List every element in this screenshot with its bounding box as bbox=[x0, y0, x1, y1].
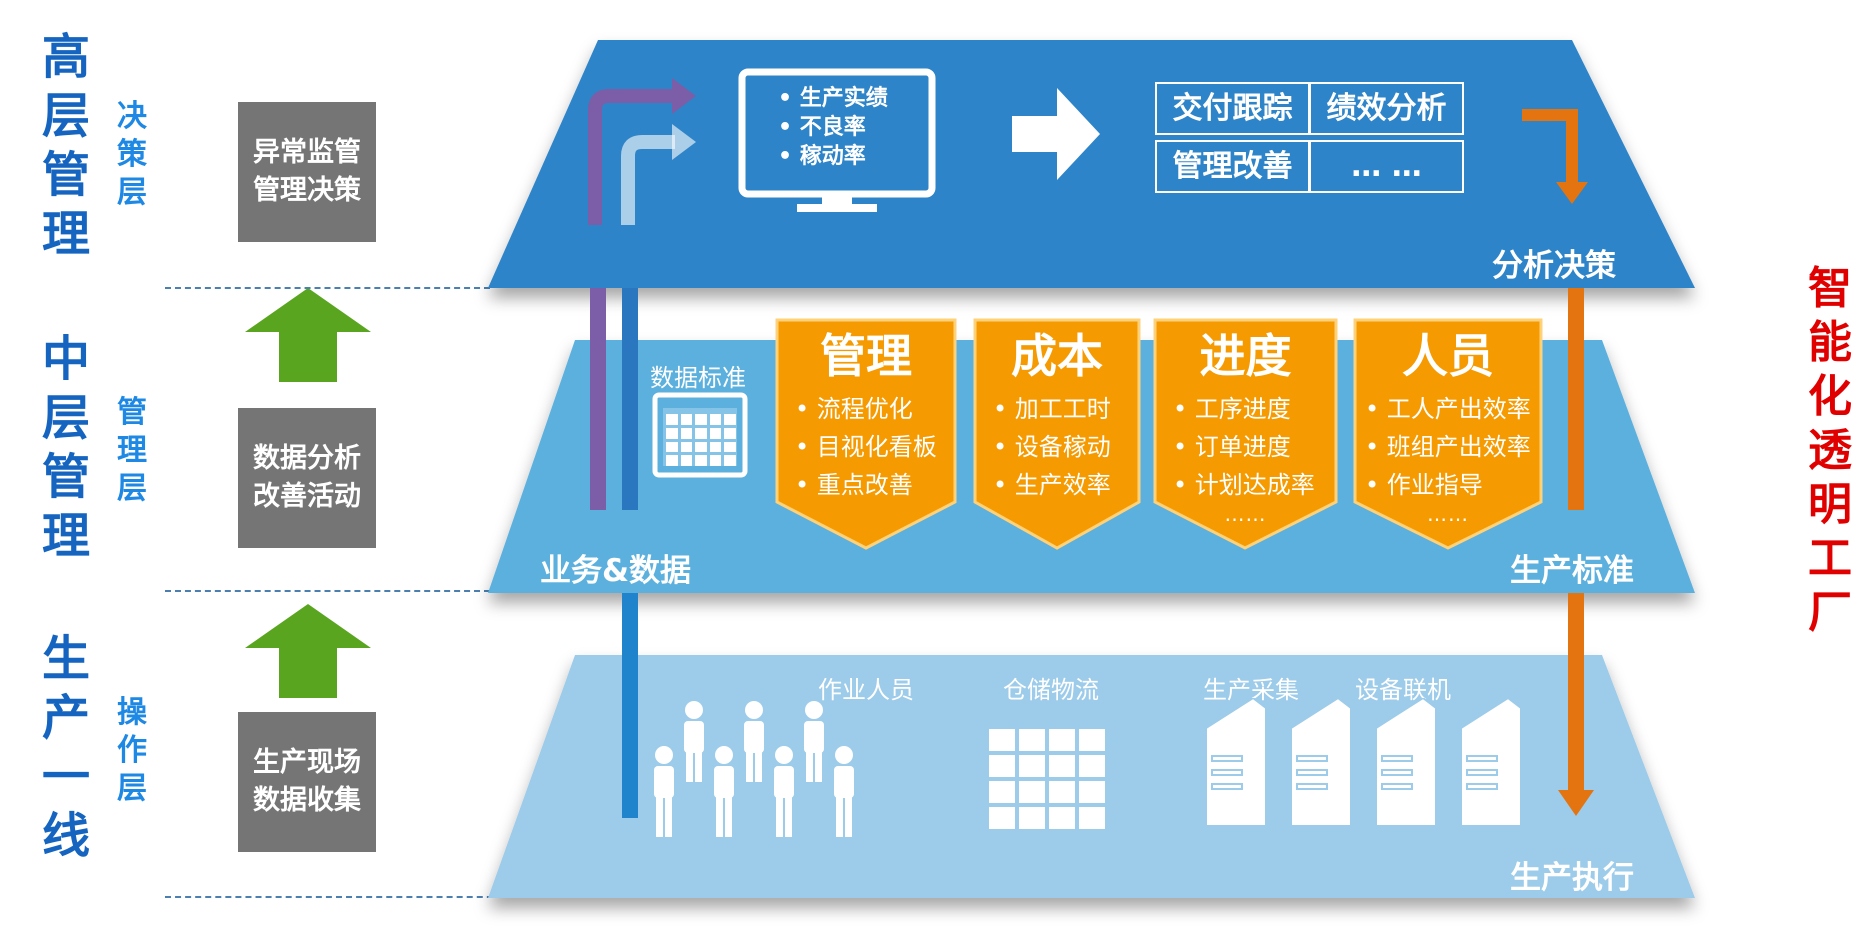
frontline-title: 生产一线 bbox=[41, 631, 90, 864]
operation-layer-label: 操作层 bbox=[117, 695, 147, 806]
up-arrow-icon bbox=[245, 604, 371, 698]
purple-bent-arrow-icon bbox=[588, 89, 675, 225]
card-management: 管理 流程优化目视化看板重点改善 bbox=[775, 318, 957, 552]
warehouse-label: 仓储物流 bbox=[1003, 676, 1099, 704]
warehouse-boxes-icon bbox=[987, 727, 1107, 831]
smart-factory-title: 智能化透明工厂 bbox=[1808, 263, 1852, 638]
card-cost: 成本 加工工时设备稼动生产效率 bbox=[973, 318, 1141, 552]
card-progress: 进度 工序进度订单进度计划达成率 …… bbox=[1153, 318, 1338, 552]
up-arrow-icon bbox=[245, 288, 371, 382]
right-arrow-icon bbox=[1012, 88, 1100, 180]
middle-management-title: 中层管理 bbox=[41, 331, 90, 564]
business-data-label: 业务&数据 bbox=[540, 553, 692, 589]
divider bbox=[165, 287, 490, 289]
card-personnel: 人员 工人产出效率班组产出效率作业指导 …… bbox=[1353, 318, 1543, 552]
management-layer-label: 管理层 bbox=[117, 395, 147, 506]
white-bent-arrow-icon bbox=[621, 135, 675, 225]
purple-connector bbox=[590, 288, 606, 510]
equipment-connection-label: 设备联机 bbox=[1355, 676, 1451, 704]
orange-bent-arrow-icon bbox=[1522, 109, 1578, 185]
orange-arrow-head bbox=[1558, 790, 1594, 816]
workers-icon bbox=[654, 701, 854, 837]
blue-connector bbox=[622, 288, 638, 510]
analysis-decision-label: 分析决策 bbox=[1492, 248, 1616, 284]
grid-cell-delivery: 交付跟踪 bbox=[1155, 82, 1310, 135]
top-management-title: 高层管理 bbox=[41, 29, 90, 262]
grid-cell-more: … … bbox=[1309, 140, 1464, 193]
servers-icon bbox=[1205, 698, 1522, 827]
grid-cell-performance: 绩效分析 bbox=[1309, 82, 1464, 135]
data-standard-label: 数据标准 bbox=[650, 364, 746, 392]
workers-label: 作业人员 bbox=[818, 676, 914, 704]
orange-connector bbox=[1568, 288, 1584, 510]
divider bbox=[165, 590, 490, 592]
top-layer bbox=[488, 40, 1695, 288]
calendar-grid bbox=[666, 414, 736, 466]
orange-connector bbox=[1568, 593, 1584, 793]
blue-connector bbox=[622, 593, 638, 818]
production-standard-label: 生产标准 bbox=[1510, 553, 1634, 589]
gray-box-analysis: 数据分析改善活动 bbox=[238, 408, 376, 548]
gray-box-collection: 生产现场数据收集 bbox=[238, 712, 376, 852]
production-execution-label: 生产执行 bbox=[1510, 860, 1634, 896]
grid-cell-improvement: 管理改善 bbox=[1155, 140, 1310, 193]
decision-layer-label: 决策层 bbox=[117, 99, 147, 210]
monitor-items: • 生产实绩 • 不良率 • 稼动率 bbox=[778, 86, 888, 169]
gray-box-decision: 异常监管管理决策 bbox=[238, 102, 376, 242]
monitor-icon bbox=[738, 68, 936, 212]
